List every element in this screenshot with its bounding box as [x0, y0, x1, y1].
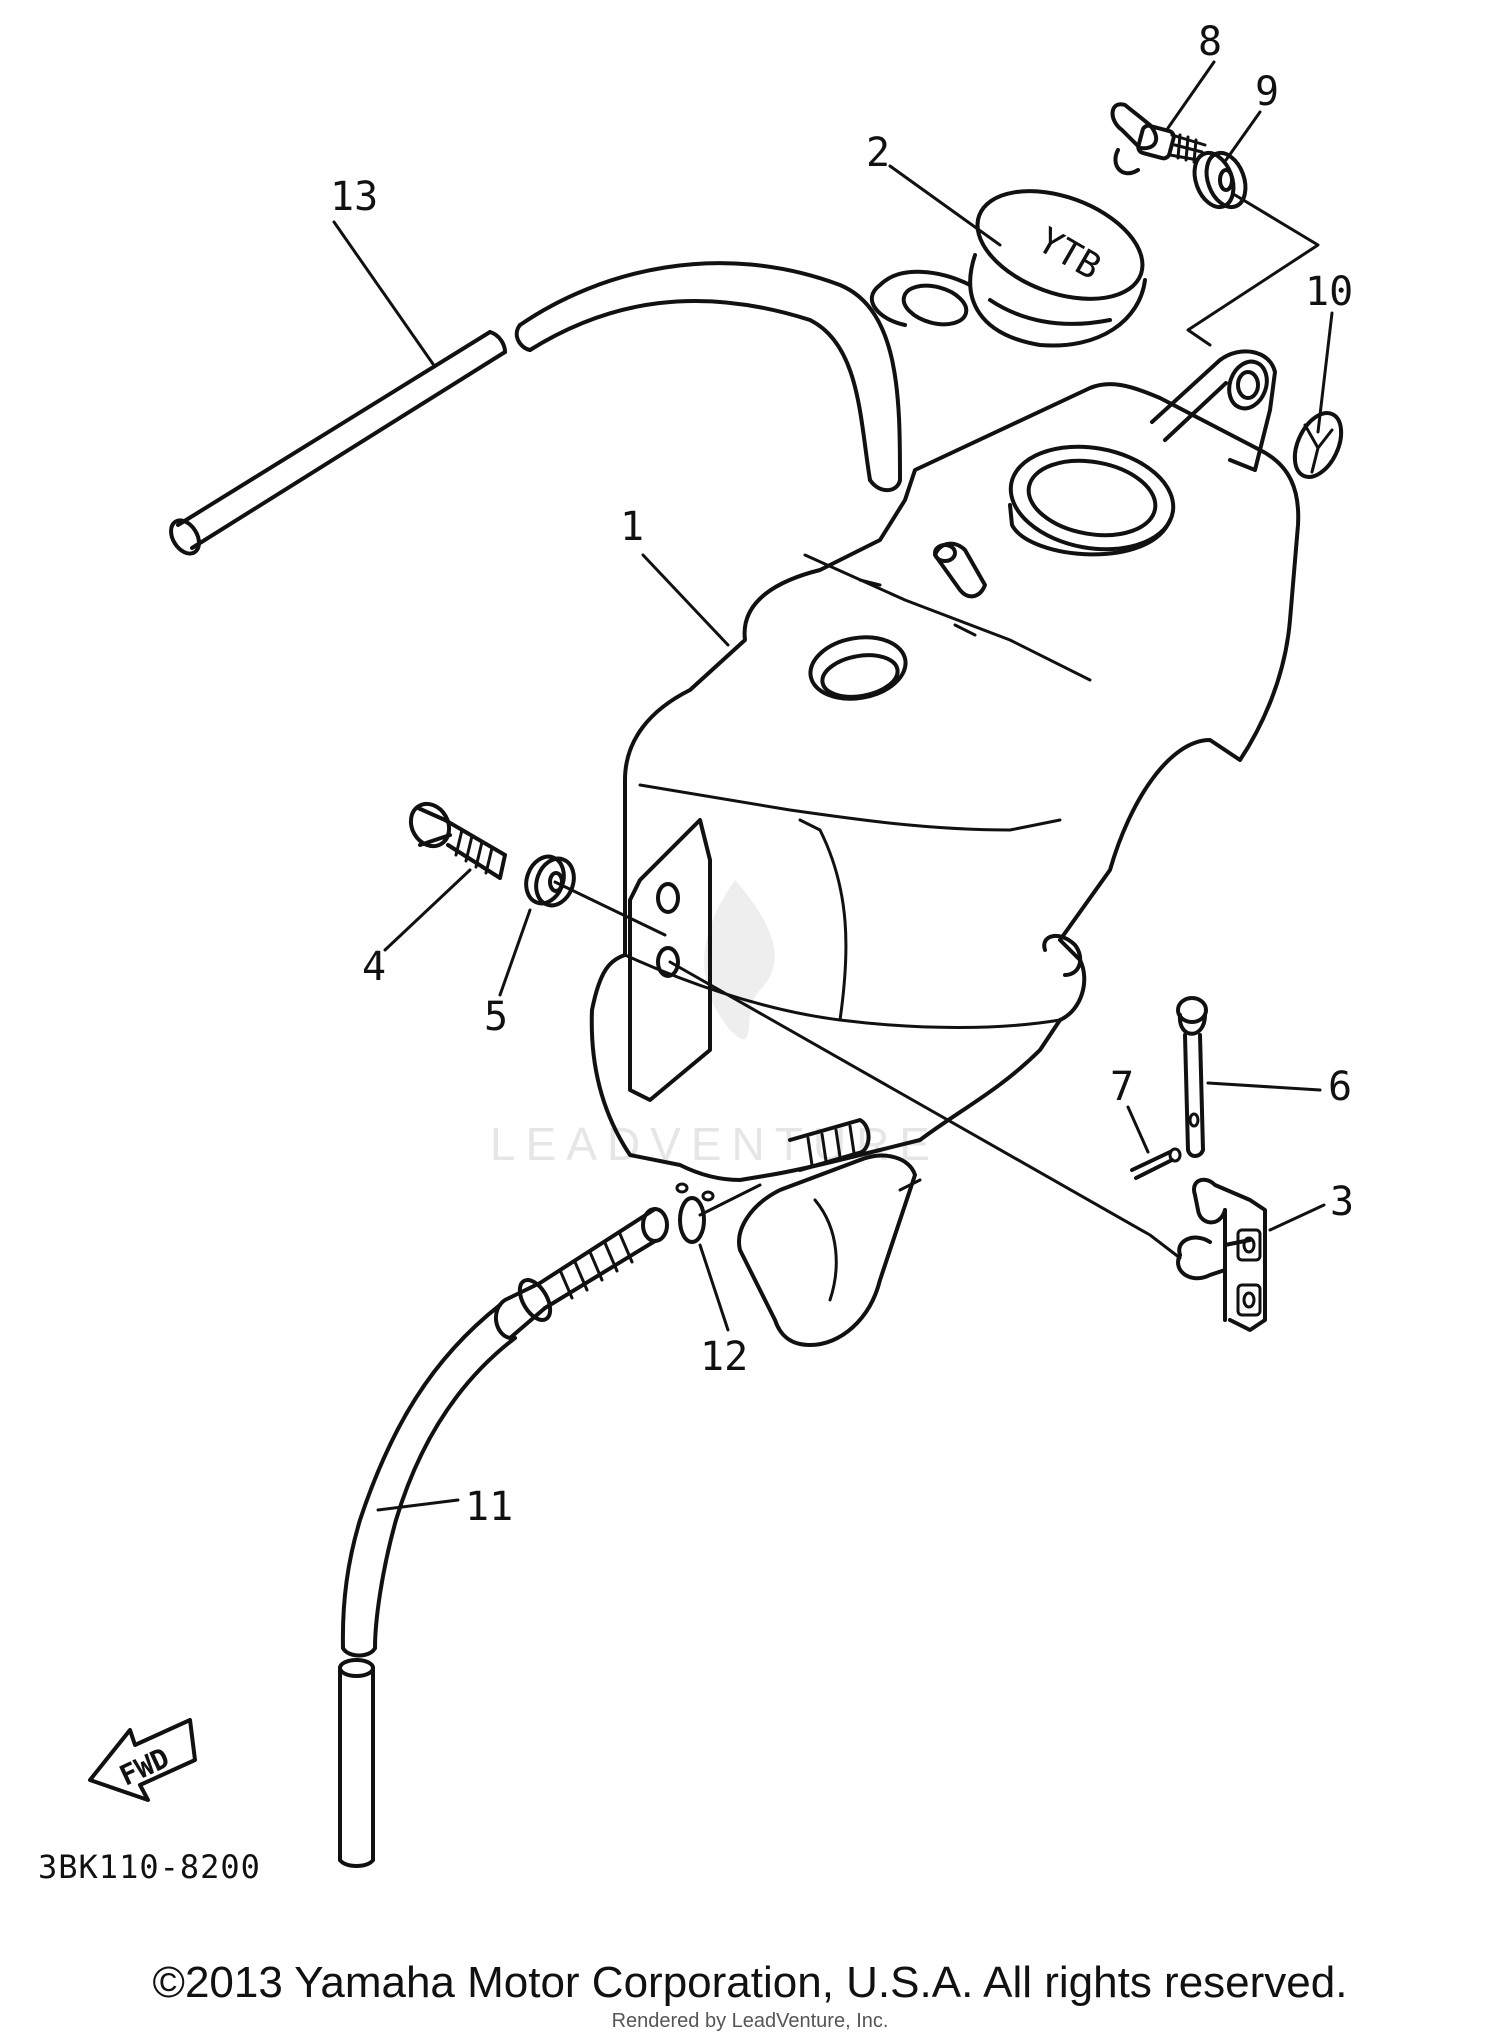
- bracket-3[interactable]: [1176, 1177, 1267, 1332]
- nut-10[interactable]: [1286, 406, 1351, 485]
- callout-5: 5: [484, 994, 508, 1040]
- bolt-4[interactable]: [403, 797, 507, 880]
- clip-12[interactable]: [675, 1182, 715, 1244]
- callout-1: 1: [620, 504, 644, 550]
- callout-12: 12: [700, 1334, 748, 1380]
- callout-3: 3: [1330, 1179, 1354, 1225]
- oil-hose-11[interactable]: [338, 1207, 669, 1868]
- callout-11: 11: [465, 1484, 513, 1530]
- copyright-notice: ©2013 Yamaha Motor Corporation, U.S.A. A…: [152, 1958, 1348, 2007]
- filler-cap-2[interactable]: YTB: [870, 170, 1157, 348]
- watermark-text: LEADVENTURE: [490, 1118, 940, 1170]
- fwd-arrow-icon: FWD: [88, 1718, 197, 1802]
- wing-bolt-8[interactable]: [1110, 102, 1207, 176]
- washer-9[interactable]: [1188, 148, 1253, 213]
- callout-6: 6: [1328, 1064, 1352, 1110]
- callout-7: 7: [1110, 1064, 1134, 1110]
- fwd-label: FWD: [115, 1741, 175, 1792]
- callout-13: 13: [330, 174, 378, 220]
- diagram-part-code: 3BK110-8200: [38, 1848, 261, 1886]
- callout-8: 8: [1198, 19, 1222, 65]
- pin-6[interactable]: [1176, 996, 1208, 1158]
- callout-10: 10: [1305, 269, 1353, 315]
- callout-4: 4: [362, 944, 386, 990]
- callout-labels: 8 9 2 13 10 1 4 5 7 6 3 12 11: [330, 19, 1354, 1530]
- rendered-by-notice: Rendered by LeadVenture, Inc.: [611, 2010, 889, 2032]
- washer-5[interactable]: [520, 851, 580, 910]
- oil-tank-1[interactable]: [589, 349, 1301, 1347]
- callout-9: 9: [1255, 69, 1279, 115]
- vent-hose-13[interactable]: [165, 261, 902, 558]
- cotter-pin-7[interactable]: [1130, 1147, 1182, 1180]
- leader-lines: [332, 60, 1334, 1512]
- callout-2: 2: [866, 130, 890, 176]
